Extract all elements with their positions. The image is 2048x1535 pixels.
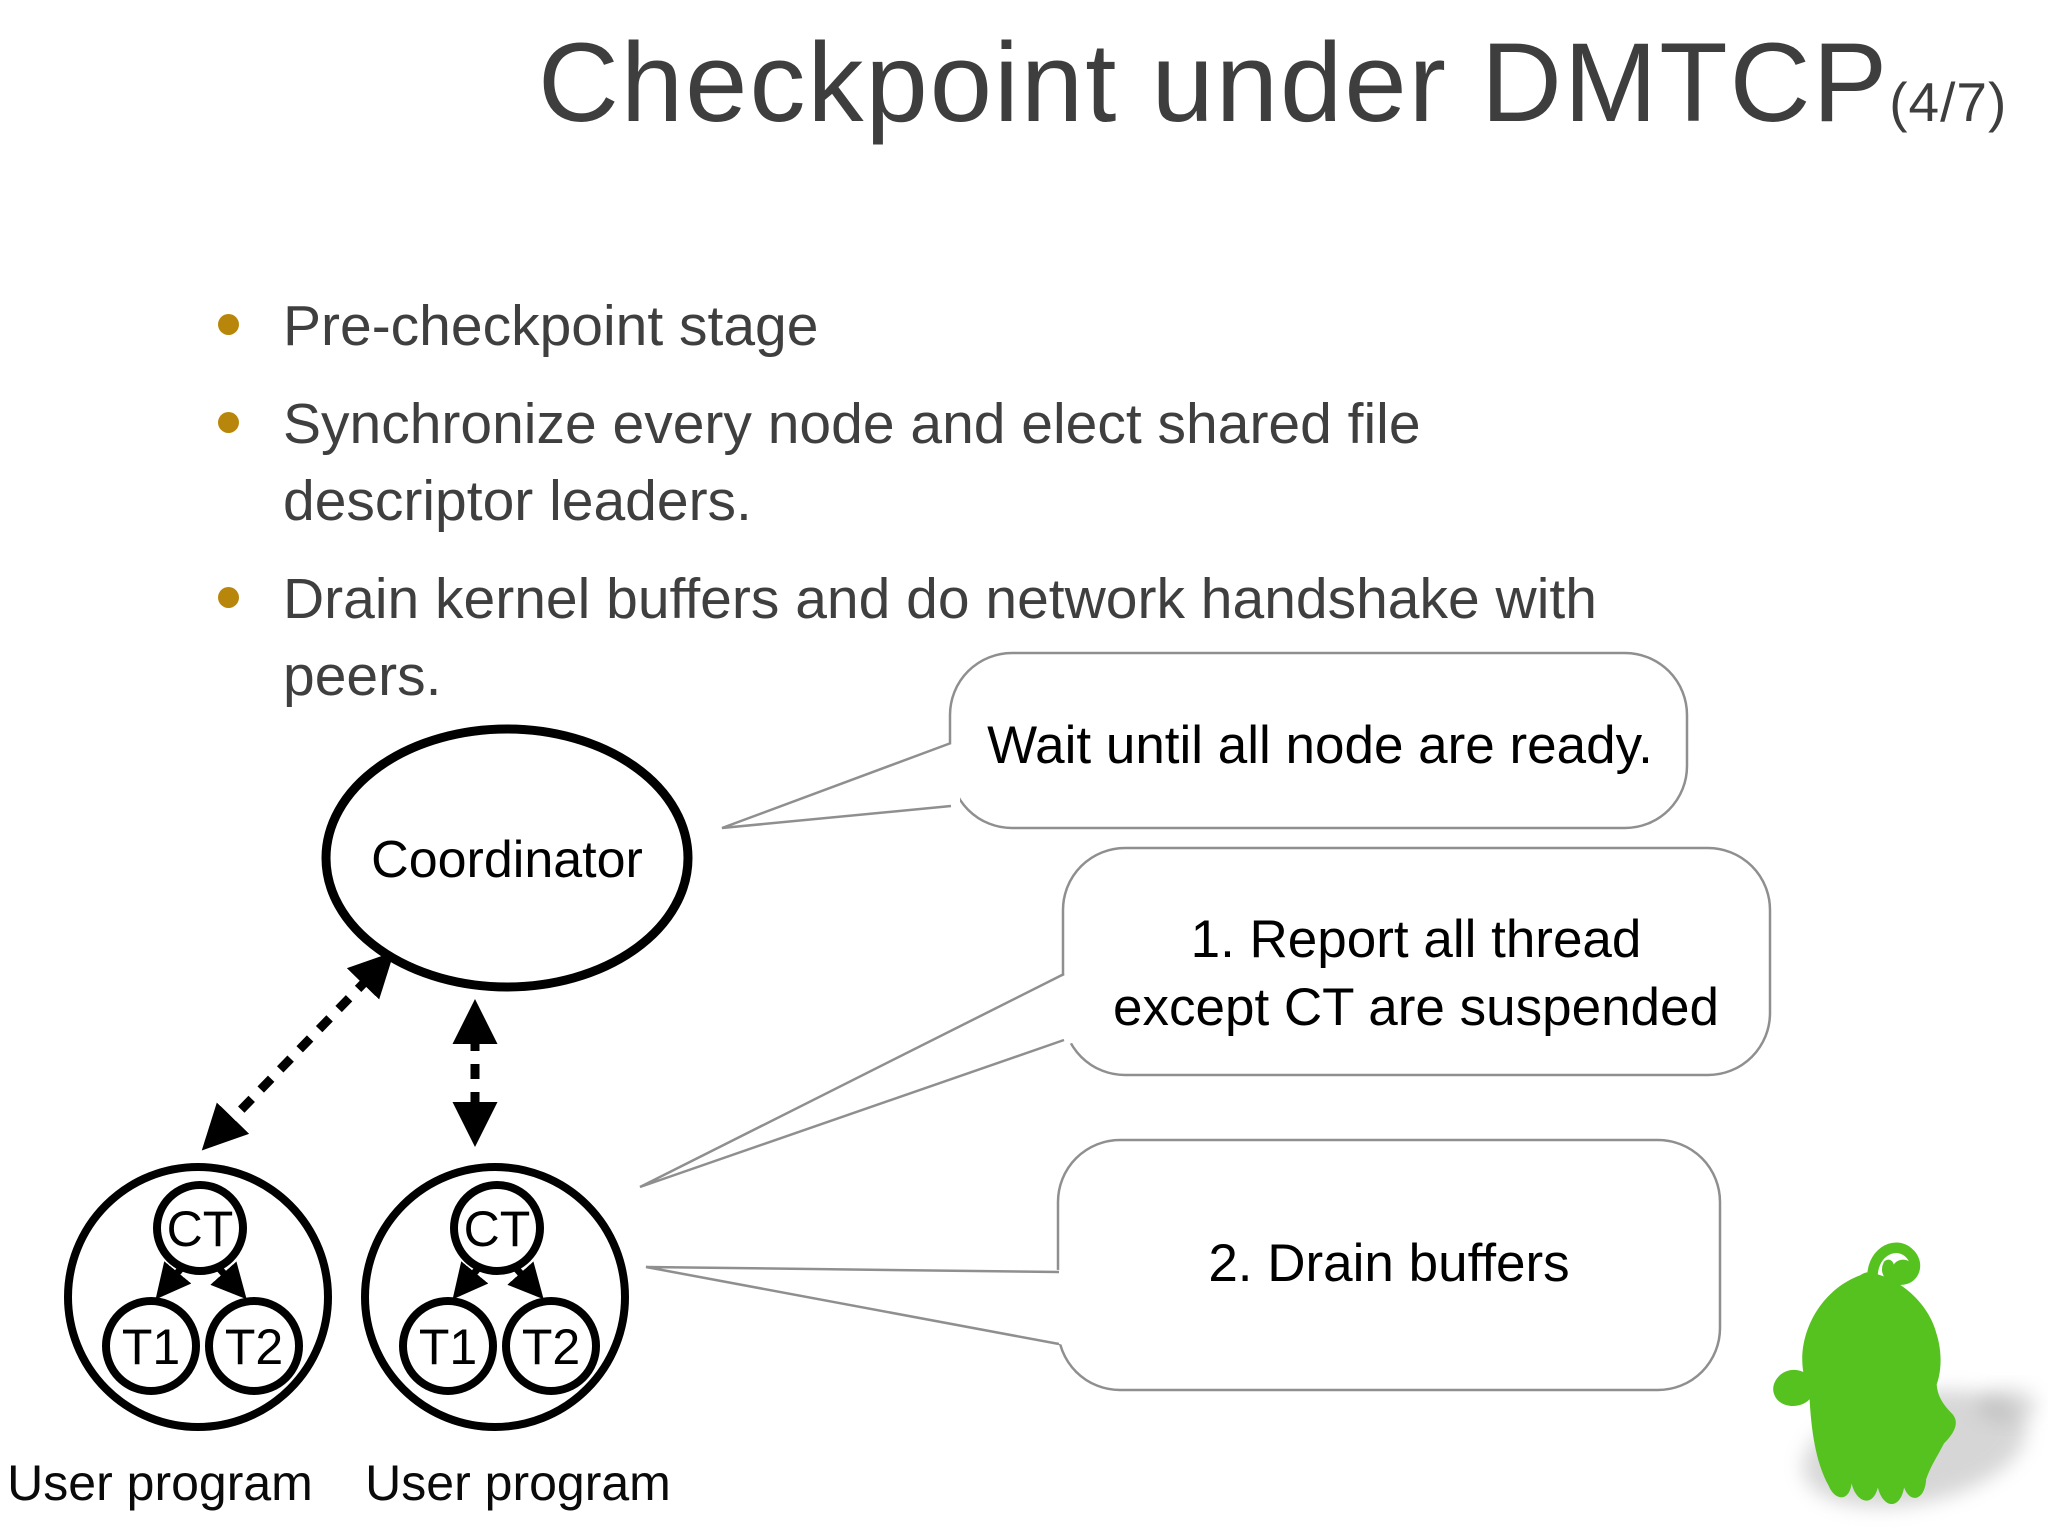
bullet-item: Drain kernel buffers and do network hand… (156, 561, 1716, 715)
t1-node-label: T1 (122, 1319, 180, 1375)
coordinator-label: Coordinator (371, 831, 643, 889)
callout-text: Wait until all node are ready. (987, 716, 1653, 775)
t2-node-label: T2 (225, 1319, 283, 1375)
bullet-text: peers. (283, 644, 442, 708)
bullet-text: Synchronize every node and elect shared … (283, 392, 1421, 456)
edge-ct-t2 (507, 1261, 544, 1300)
slide-title: Checkpoint under DMTCP(4/7) (538, 18, 2007, 147)
user-program-label: User program (365, 1455, 671, 1511)
edge-ct-t1 (452, 1261, 489, 1300)
green-hand-mascot-logo (1773, 1242, 2037, 1508)
dashed-link-coordinator-program1 (201, 951, 395, 1151)
mascot-stem-knob (1891, 1259, 1915, 1283)
callout-text-line1: 1. Report all thread (1191, 910, 1642, 969)
callout-text: 2. Drain buffers (1208, 1234, 1569, 1293)
mascot-shadow-small (1977, 1388, 2037, 1423)
t1-node-label: T1 (419, 1319, 477, 1375)
callout-text-line2: except CT are suspended (1113, 978, 1719, 1037)
slide-title-text: Checkpoint under DMTCP (538, 20, 1890, 145)
bullet-text: Pre-checkpoint stage (283, 294, 819, 358)
user-program-label: User program (7, 1455, 313, 1511)
bullet-text: Drain kernel buffers and do network hand… (283, 567, 1597, 631)
ct-node-label: CT (464, 1201, 531, 1257)
user-program-1: CT T1 T2 User program (7, 1163, 332, 1511)
bullet-item: Pre-checkpoint stage (156, 288, 1716, 365)
callout-wait-until-ready: Wait until all node are ready. (721, 651, 1689, 830)
coordinator-node: Coordinator (321, 724, 693, 992)
slide-title-page-fraction: (4/7) (1889, 71, 2008, 133)
mascot-body (1773, 1272, 1956, 1505)
edge-ct-t2 (210, 1261, 247, 1300)
t2-node-label: T2 (522, 1319, 580, 1375)
user-program-2: CT T1 T2 User program (361, 1163, 671, 1511)
bullet-list: Pre-checkpoint stage Synchronize every n… (156, 288, 1716, 736)
bullet-text: descriptor leaders. (283, 469, 752, 533)
bullet-item: Synchronize every node and elect shared … (156, 386, 1716, 540)
ct-node-label: CT (167, 1201, 234, 1257)
callout-report-threads: 1. Report all thread except CT are suspe… (639, 846, 1772, 1189)
edge-ct-t1 (155, 1261, 192, 1300)
mascot-stem (1867, 1242, 1921, 1285)
callout-drain-buffers: 2. Drain buffers (645, 1138, 1722, 1392)
